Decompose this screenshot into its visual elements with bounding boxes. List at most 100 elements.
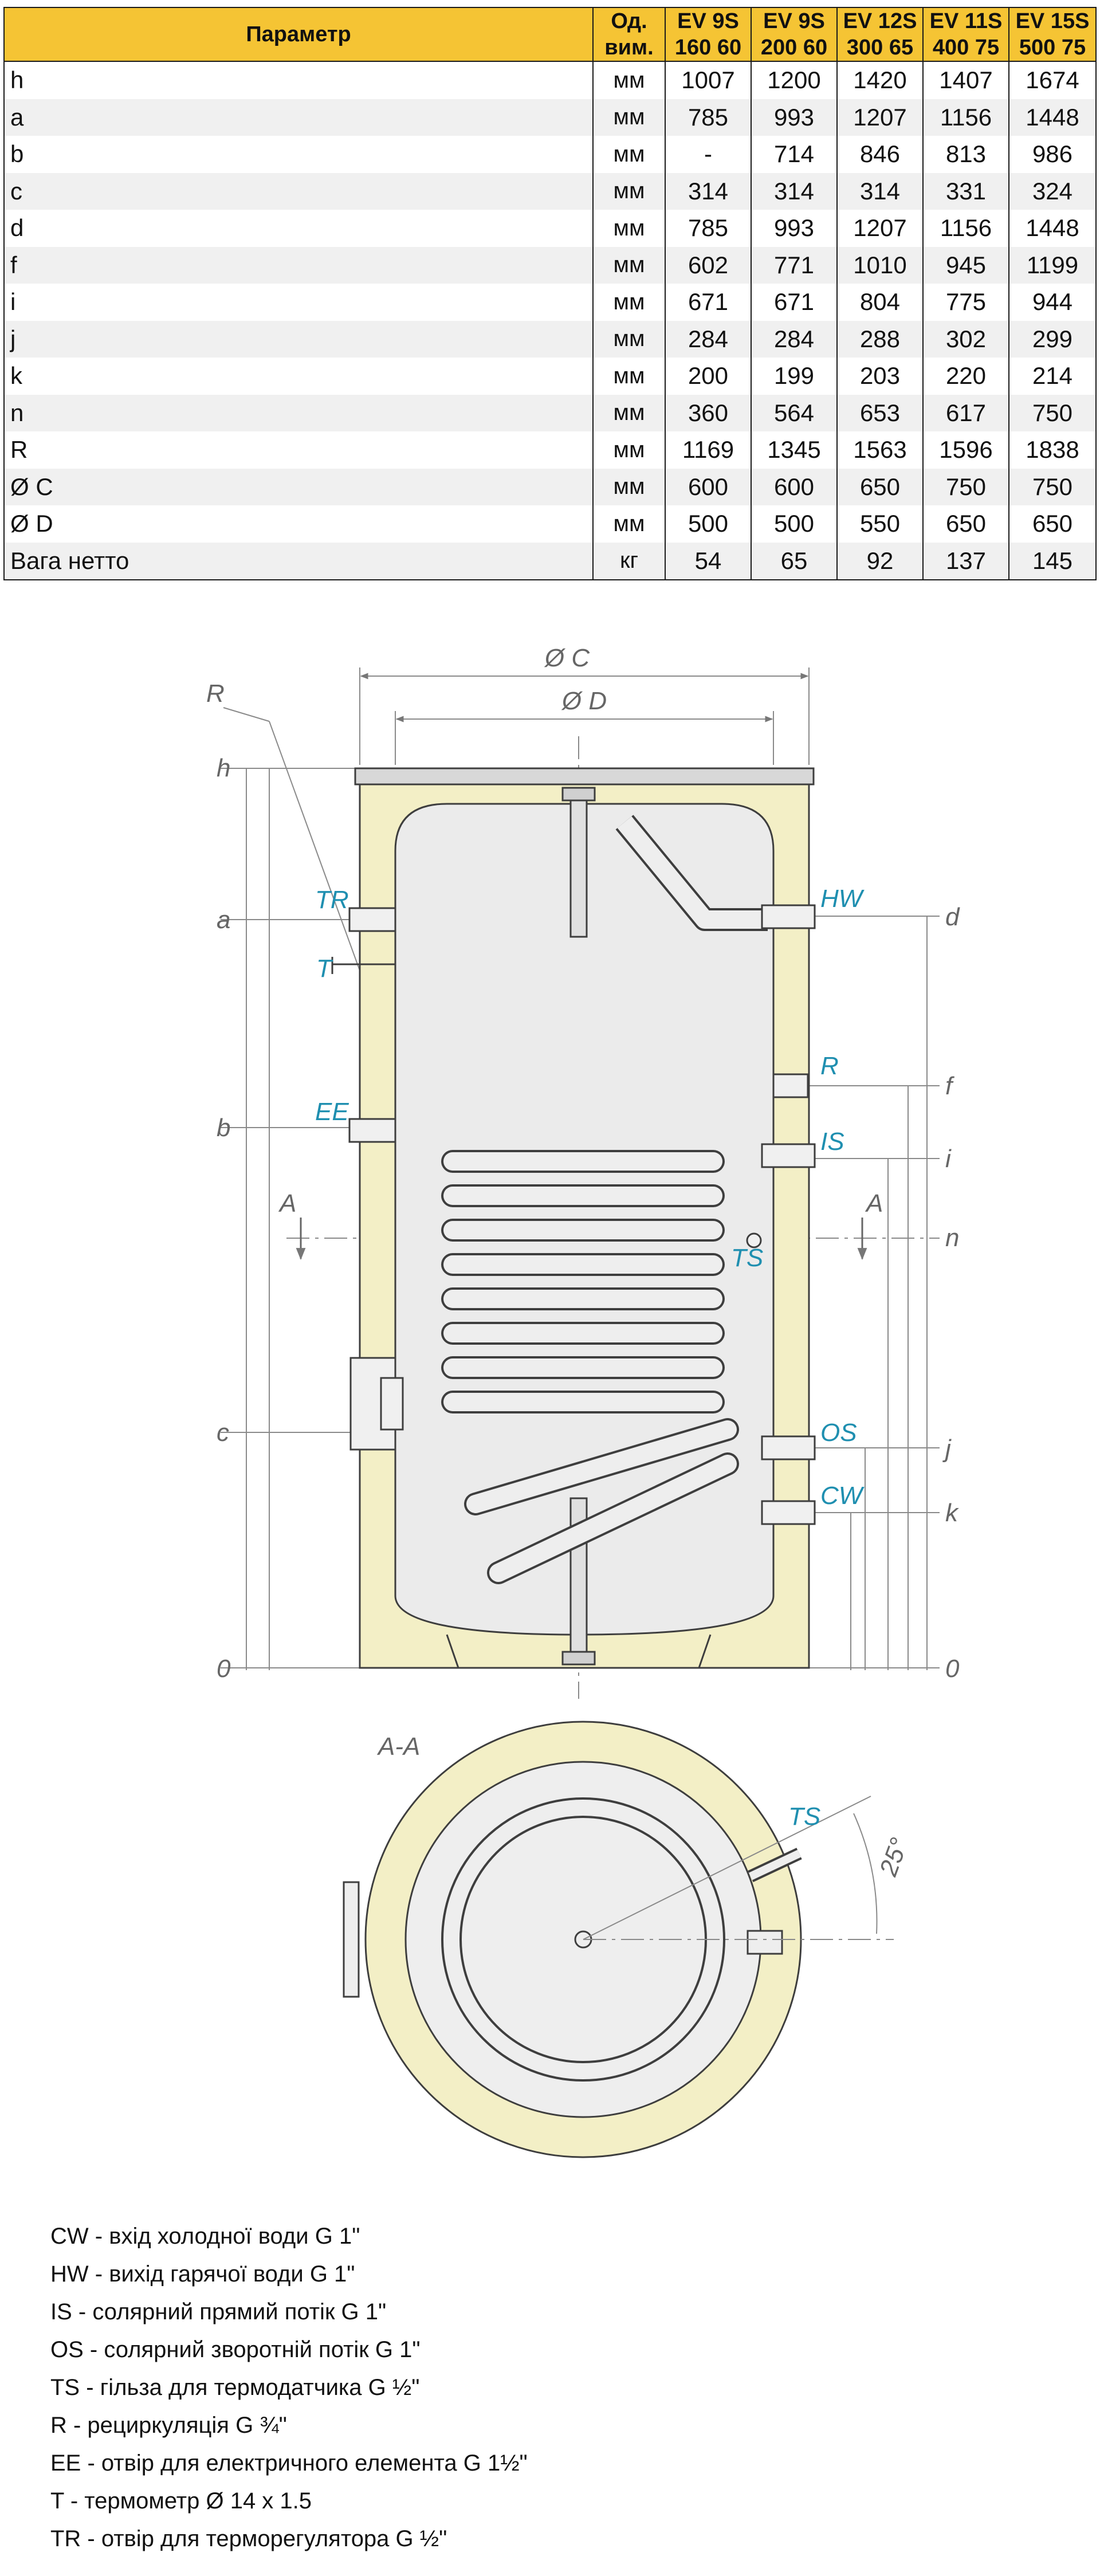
dimensions-table: Параметр Од. вим. EV 9S 160 60 EV 9S 200… <box>3 7 1097 580</box>
param-value: 1169 <box>665 431 752 469</box>
solar-coil <box>441 1150 739 1584</box>
model-size: 160 60 <box>674 36 742 60</box>
legend-item: TR - отвір для терморегулятора G ½" <box>50 2526 447 2551</box>
tank-lid <box>354 767 815 786</box>
param-value: 564 <box>751 394 838 431</box>
param-unit: мм <box>592 394 666 431</box>
param-unit: мм <box>592 284 666 321</box>
param-name: h <box>3 61 594 99</box>
header-model-2: EV 9S 200 60 <box>751 7 838 62</box>
param-name: Вага нетто <box>3 542 594 580</box>
label-i: i <box>945 1145 952 1173</box>
port-label-ee: EE <box>315 1098 349 1126</box>
param-value: 54 <box>665 542 752 580</box>
label-b: b <box>217 1114 230 1142</box>
param-unit: мм <box>592 505 666 543</box>
param-value: 1207 <box>836 99 924 136</box>
param-value: 993 <box>751 210 838 247</box>
section-label-ts: TS <box>788 1803 820 1831</box>
param-value: 360 <box>665 394 752 431</box>
param-value: 750 <box>922 468 1009 505</box>
param-value: 1156 <box>922 210 1009 247</box>
legend-item: HW - вихід гарячої води G 1" <box>50 2261 355 2287</box>
section-view <box>343 1721 894 2158</box>
param-name: b <box>3 136 594 173</box>
anode-top <box>569 787 588 938</box>
param-value: 600 <box>751 468 838 505</box>
section-title: A-A <box>376 1733 420 1761</box>
label-h: h <box>217 754 230 782</box>
param-name: Ø C <box>3 468 594 505</box>
param-value: 714 <box>751 136 838 173</box>
param-value: 92 <box>836 542 924 580</box>
model-name: EV 15S <box>1015 9 1090 33</box>
model-name: EV 12S <box>843 9 917 33</box>
port-label-os: OS <box>820 1419 857 1447</box>
port-label-ts: TS <box>731 1244 763 1272</box>
param-value: 671 <box>665 284 752 321</box>
param-unit: мм <box>592 431 666 469</box>
param-unit: мм <box>592 172 666 210</box>
param-value: 653 <box>836 394 924 431</box>
param-value: 1010 <box>836 246 924 284</box>
port-fittings <box>331 904 816 1525</box>
port-label-tr: TR <box>315 886 349 914</box>
boiler-drawing: Ø C Ø D R h a b c 0 d f i n j k 0 TR T E… <box>206 644 960 2158</box>
header-model-3: EV 12S 300 65 <box>836 7 924 62</box>
param-value: 199 <box>751 358 838 395</box>
header-parameter: Параметр <box>3 7 594 62</box>
param-value: 302 <box>922 320 1009 358</box>
legend-item: T - термометр Ø 14 x 1.5 <box>50 2488 312 2514</box>
header-model-4: EV 11S 400 75 <box>922 7 1009 62</box>
legend-item: CW - вхід холодної води G 1" <box>50 2224 360 2249</box>
model-size: 500 75 <box>1019 36 1086 60</box>
model-size: 400 75 <box>932 36 1000 60</box>
param-name: n <box>3 394 594 431</box>
param-value: 804 <box>836 284 924 321</box>
param-value: 944 <box>1008 284 1097 321</box>
param-value: 1007 <box>665 61 752 99</box>
param-name: k <box>3 358 594 395</box>
param-value: 846 <box>836 136 924 173</box>
param-value: 813 <box>922 136 1009 173</box>
param-value: 775 <box>922 284 1009 321</box>
param-unit: мм <box>592 246 666 284</box>
label-j: j <box>942 1435 952 1463</box>
label-n: n <box>945 1224 959 1252</box>
param-value: 1448 <box>1008 210 1097 247</box>
legend-item: R - рециркуляція G ¾" <box>50 2413 287 2438</box>
param-name: a <box>3 99 594 136</box>
param-unit: мм <box>592 99 666 136</box>
param-value: 945 <box>922 246 1009 284</box>
param-value: 1407 <box>922 61 1009 99</box>
connections-legend: CW - вхід холодної води G 1" HW - вихід г… <box>50 2217 528 2558</box>
param-value: 993 <box>751 99 838 136</box>
param-unit: мм <box>592 210 666 247</box>
label-zero-right: 0 <box>945 1655 960 1683</box>
label-dim-c: Ø C <box>544 644 590 672</box>
label-f: f <box>945 1072 955 1100</box>
param-value: 314 <box>751 172 838 210</box>
param-value: 986 <box>1008 136 1097 173</box>
param-value: 214 <box>1008 358 1097 395</box>
legend-item: OS - солярний зворотній потік G 1" <box>50 2337 421 2362</box>
param-value: 617 <box>922 394 1009 431</box>
param-value: 1156 <box>922 99 1009 136</box>
param-unit: мм <box>592 136 666 173</box>
port-label-hw: HW <box>820 885 865 913</box>
param-value: 284 <box>751 320 838 358</box>
label-r-top: R <box>206 680 225 708</box>
param-value: 550 <box>836 505 924 543</box>
param-value: 600 <box>665 468 752 505</box>
param-value: 220 <box>922 358 1009 395</box>
param-name: d <box>3 210 594 247</box>
